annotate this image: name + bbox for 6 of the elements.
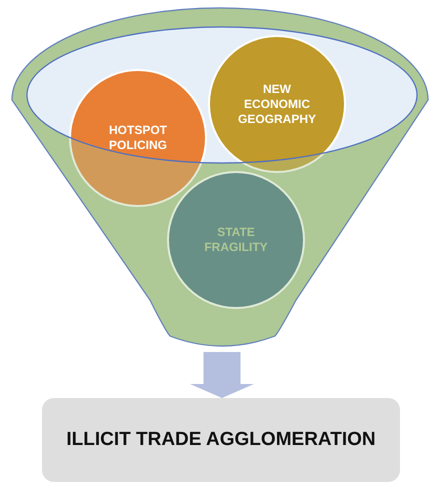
result-label: ILLICIT TRADE AGGLOMERATION bbox=[66, 429, 376, 451]
circle-label: STATE FRAGILITY bbox=[203, 225, 269, 255]
block-arrow bbox=[190, 352, 254, 398]
circle-label: NEW ECONOMIC GEOGRAPHY bbox=[236, 82, 317, 126]
result-box bbox=[42, 398, 400, 482]
circle-label: HOTSPOT POLICING bbox=[108, 123, 168, 153]
